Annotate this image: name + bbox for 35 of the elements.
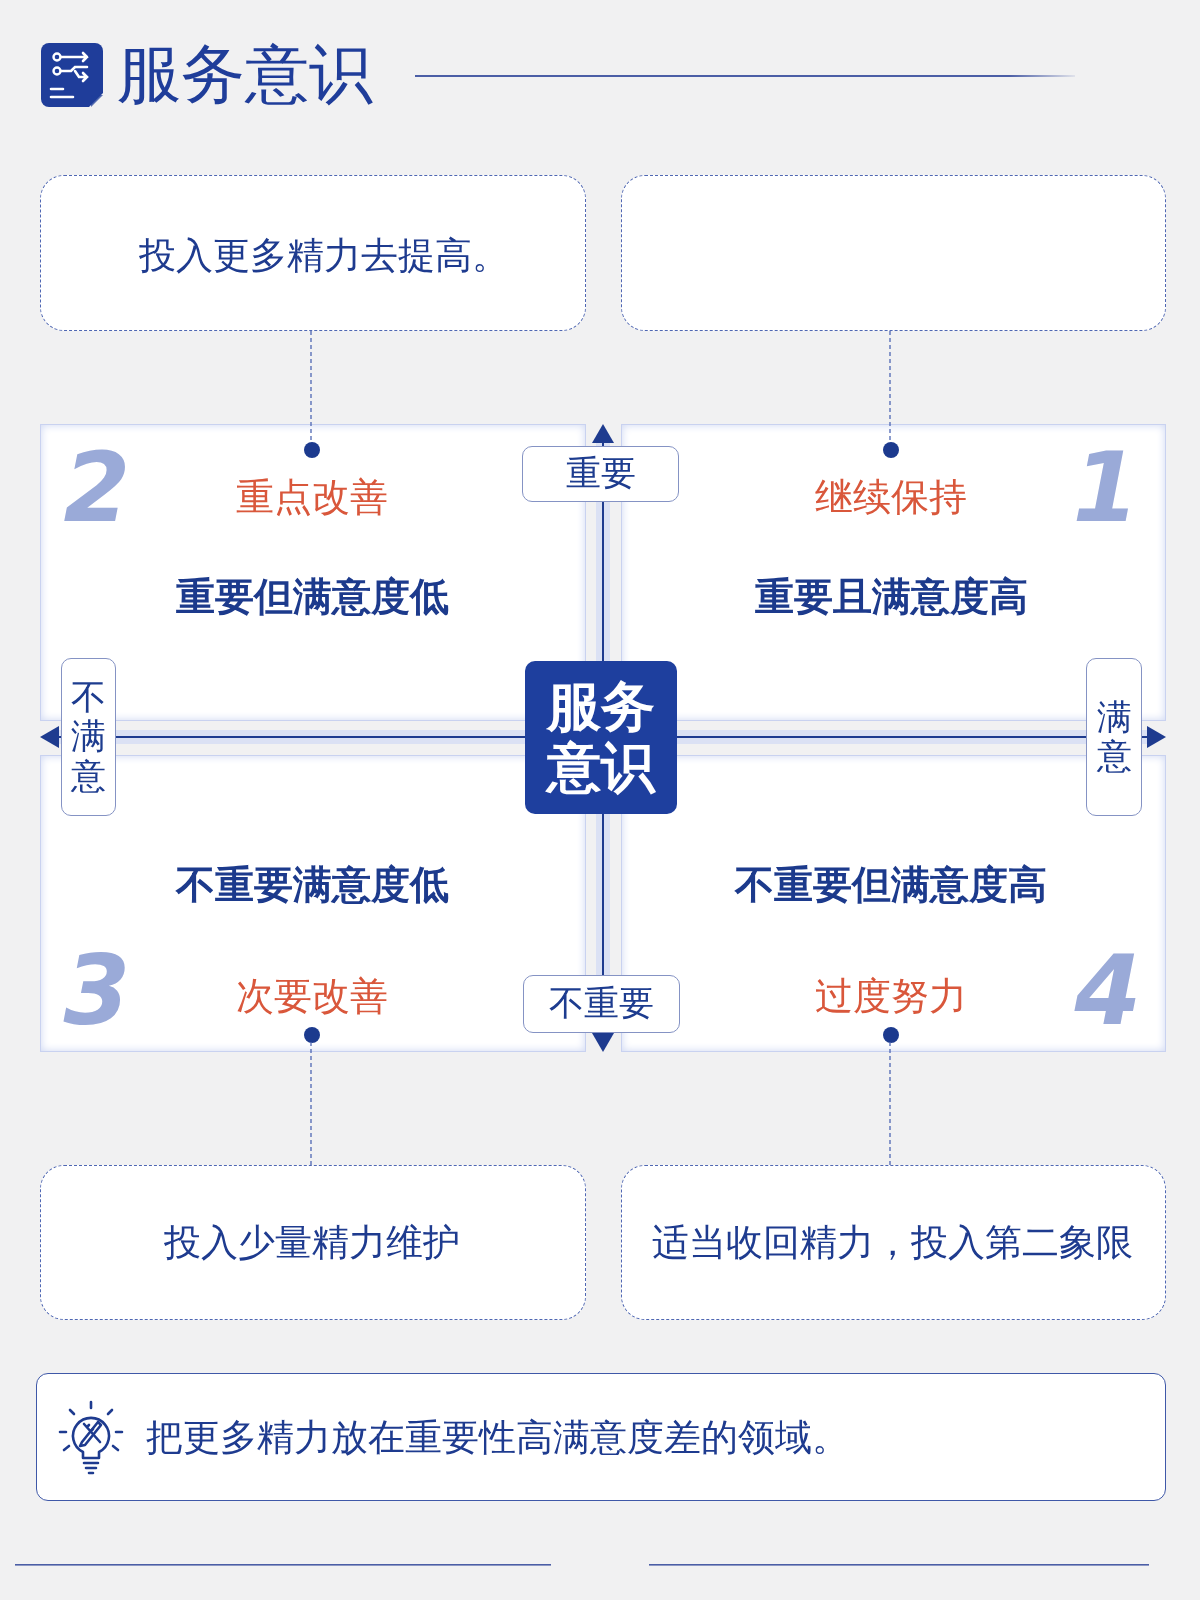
tip-box	[36, 1373, 1166, 1501]
quadrant-number: 1	[1072, 440, 1140, 536]
callout-box	[40, 1165, 586, 1320]
callout-box	[40, 175, 586, 331]
quadrant-heading: 重点改善	[236, 476, 388, 520]
callout-text: 适当收回精力，投入第二象限	[651, 1221, 1133, 1265]
center-label: 服务意识	[525, 661, 677, 814]
quadrant-number: 2	[63, 440, 131, 536]
callout-text: 投入少量精力维护	[164, 1221, 460, 1265]
quadrant-number: 4	[1074, 943, 1142, 1039]
leader-dot	[883, 1027, 899, 1043]
axis-label: 满意	[1086, 658, 1142, 816]
axis-label: 不重要	[523, 975, 680, 1033]
leader-dot	[883, 442, 899, 458]
quadrant-description: 不重要满意度低	[175, 862, 449, 908]
quadrant-number: 3	[63, 943, 131, 1039]
leader-line	[889, 1041, 891, 1166]
quadrant-description: 重要但满意度低	[175, 574, 449, 620]
callout-box	[621, 1165, 1166, 1320]
leader-line	[310, 330, 312, 442]
leader-line	[889, 330, 891, 442]
leader-dot	[304, 442, 320, 458]
quadrant-description: 不重要但满意度高	[735, 862, 1047, 908]
leader-line	[310, 1041, 312, 1166]
quadrant-heading: 过度努力	[815, 975, 967, 1019]
quadrant-heading: 次要改善	[236, 975, 388, 1019]
tip-text: 把更多精力放在重要性高满意度差的领域。	[146, 1416, 849, 1460]
axis-label: 重要	[522, 446, 679, 502]
quadrant-description: 重要且满意度高	[754, 574, 1028, 620]
callout-text: 投入更多精力去提高。	[139, 234, 509, 278]
callout-box	[621, 175, 1166, 331]
page-title: 服务意识	[117, 38, 373, 112]
quadrant-heading: 继续保持	[815, 476, 967, 520]
axis-label: 不满意	[61, 658, 116, 816]
leader-dot	[304, 1027, 320, 1043]
